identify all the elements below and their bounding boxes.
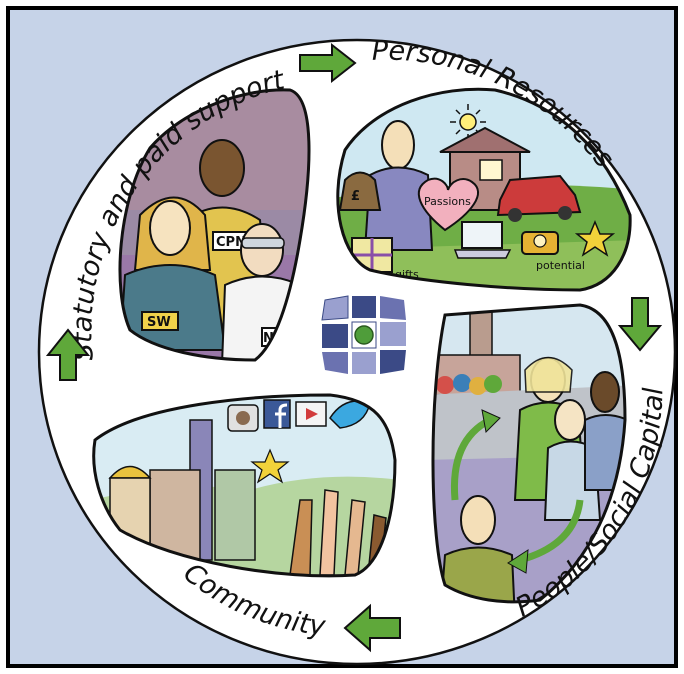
youtube-icon: [295, 401, 327, 427]
passions-label: Passions: [424, 195, 471, 208]
panel-community-outline: [92, 393, 397, 578]
panel-personal-outline: [336, 87, 632, 292]
center-logo: [321, 295, 406, 374]
facebook-icon: [263, 399, 291, 429]
star-icon: [574, 220, 616, 257]
arrow-up-icon: [45, 328, 91, 381]
badge-cpn: CPN: [216, 235, 246, 250]
pound-sign: £: [351, 189, 360, 204]
arrow-left-icon: [343, 603, 401, 653]
panel-people-outline: [431, 303, 627, 604]
heart-icon: [417, 177, 479, 232]
camera-icon: [227, 404, 259, 432]
panel-statutory-outline: [118, 88, 311, 362]
arrow-right-icon: [299, 42, 357, 84]
potential-label: potential: [536, 259, 585, 272]
gift-icon: [351, 237, 393, 273]
arrow-down-icon: [617, 297, 663, 352]
car-icon: [496, 174, 582, 222]
panel-statutory-support: SW CPN NHS: [119, 89, 310, 360]
telephone-icon: [521, 231, 559, 255]
panel-community: [93, 395, 395, 576]
badge-sw: SW: [147, 315, 171, 330]
laptop-icon: [453, 221, 512, 259]
